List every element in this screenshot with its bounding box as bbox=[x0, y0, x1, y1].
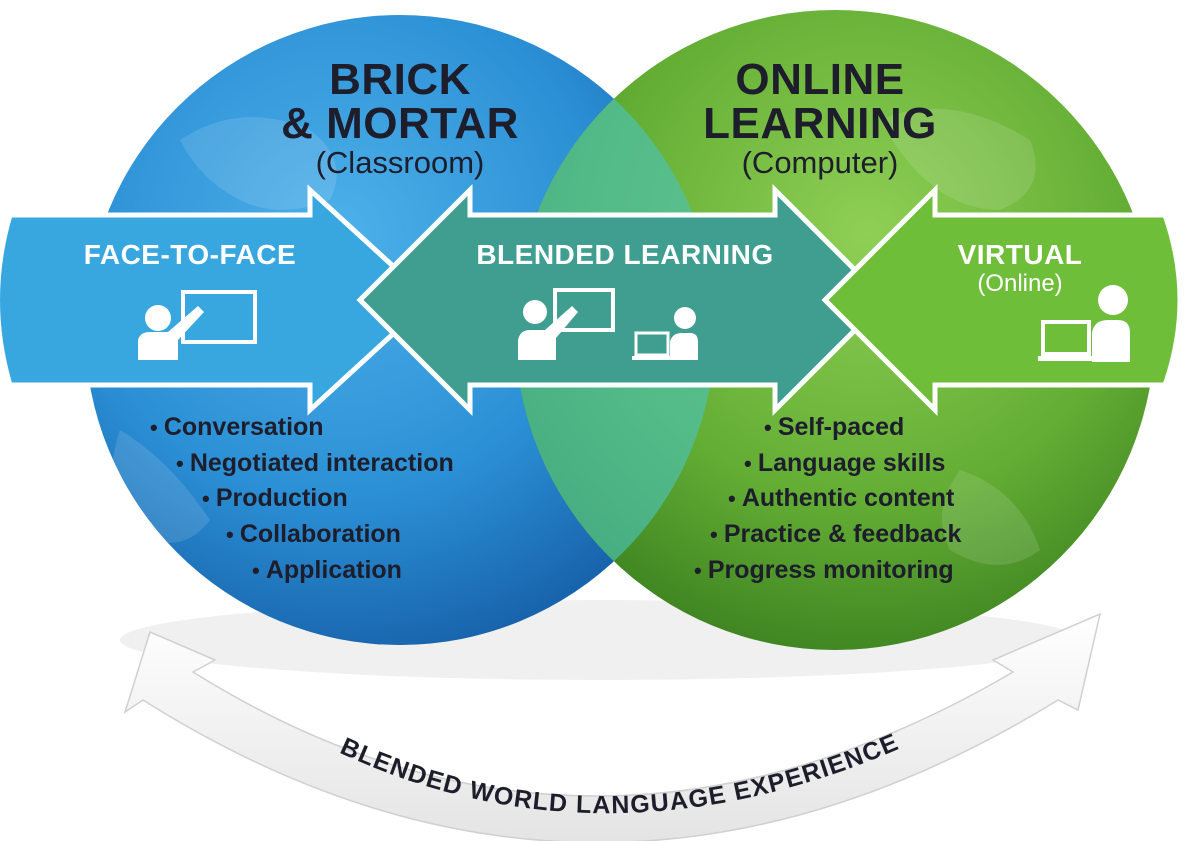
teacher-icon bbox=[138, 290, 257, 360]
online-title-line2: LEARNING bbox=[703, 99, 937, 148]
brick-subtitle: (Classroom) bbox=[315, 145, 485, 180]
list-item: Practice & feedback bbox=[710, 519, 962, 550]
list-item: Conversation bbox=[150, 412, 324, 443]
list-item: Production bbox=[202, 483, 348, 514]
teacher-icon-blended bbox=[518, 288, 615, 360]
blended-learning-band bbox=[356, 183, 889, 417]
face-to-face-label: FACE-TO-FACE bbox=[83, 239, 297, 270]
list-item: Language skills bbox=[744, 448, 946, 479]
world-map-texture bbox=[112, 108, 1040, 565]
list-item: Authentic content bbox=[728, 483, 955, 514]
face-to-face-band bbox=[0, 184, 434, 416]
virtual-band bbox=[821, 183, 1183, 417]
online-title-line1: ONLINE bbox=[735, 55, 905, 104]
list-item: Self-paced bbox=[764, 412, 904, 443]
list-item: Collaboration bbox=[226, 519, 401, 550]
virtual-label: VIRTUAL bbox=[957, 239, 1083, 270]
online-subtitle: (Computer) bbox=[741, 145, 899, 180]
list-item: Negotiated interaction bbox=[176, 448, 454, 479]
blended-learning-label: BLENDED LEARNING bbox=[476, 239, 774, 270]
virtual-sublabel: (Online) bbox=[977, 270, 1063, 297]
list-item: Application bbox=[252, 555, 402, 586]
list-item: Progress monitoring bbox=[694, 555, 954, 586]
brick-title-line1: BRICK bbox=[329, 55, 471, 104]
experience-arc-arrow bbox=[123, 612, 1102, 841]
laptop-user-icon bbox=[1038, 285, 1130, 362]
brick-title-line2: & MORTAR bbox=[281, 99, 519, 148]
laptop-user-icon-blended bbox=[632, 307, 698, 360]
